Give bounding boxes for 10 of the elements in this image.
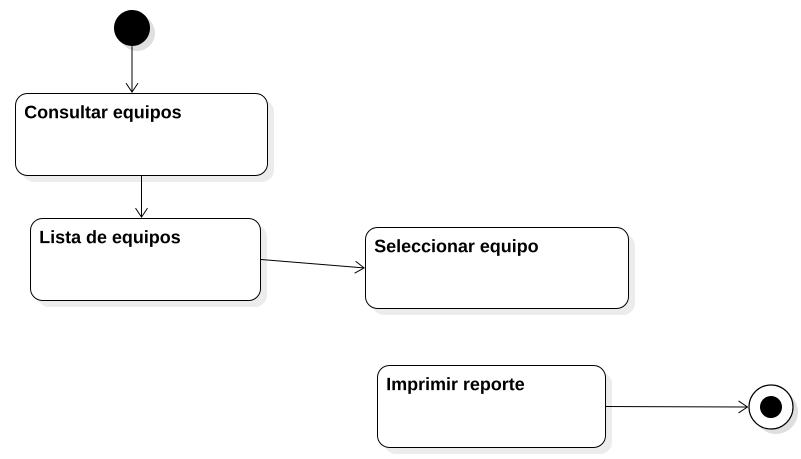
final-node <box>748 384 798 434</box>
action-box: Seleccionar equipo <box>365 227 635 315</box>
action-box: Consultar equipos <box>15 93 274 182</box>
arrow <box>126 46 138 93</box>
initial-node <box>114 10 155 51</box>
arrow <box>606 400 748 414</box>
arrow <box>135 176 148 218</box>
arrow <box>260 259 365 274</box>
action-box: Imprimir reporte <box>377 365 612 454</box>
action-box: Lista de equipos <box>30 218 267 307</box>
